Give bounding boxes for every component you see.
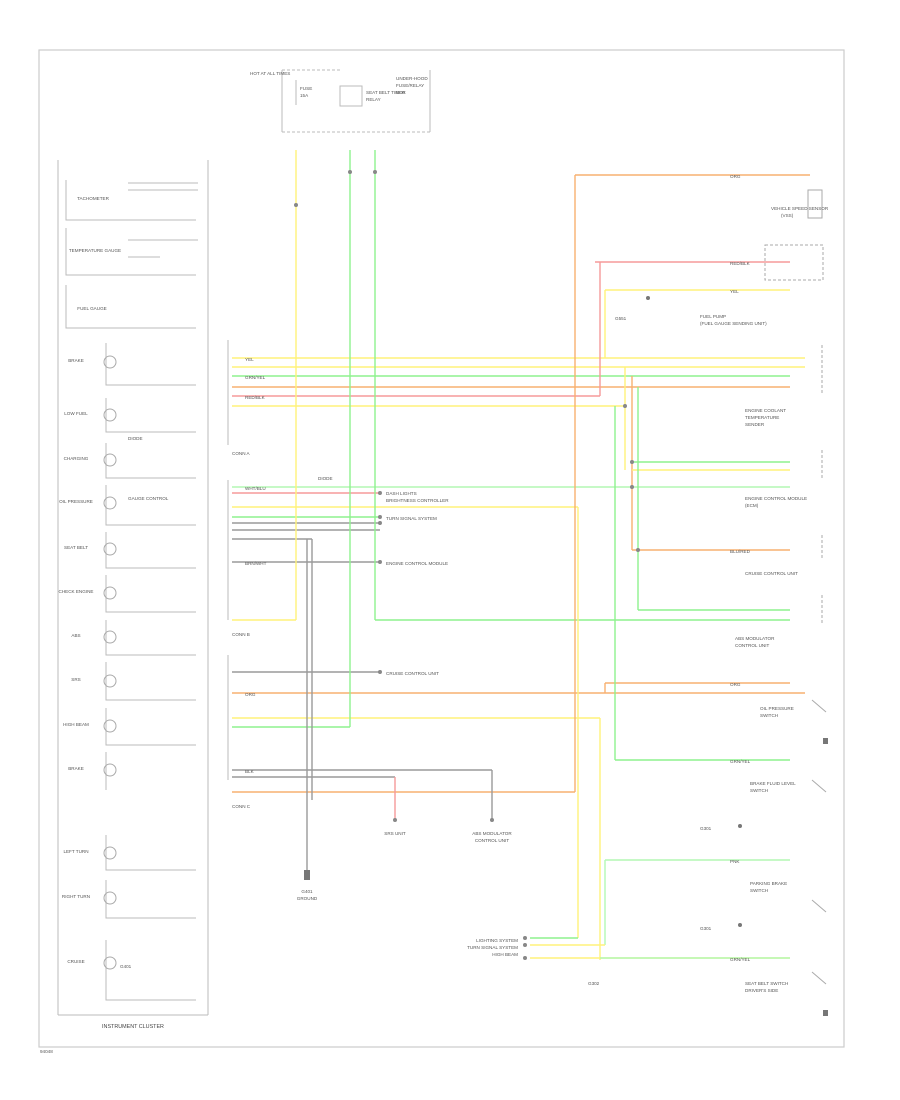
wire-tag-grn-3: GRN/YEL [730, 957, 751, 962]
top-module-label-2: RELAY [366, 97, 381, 102]
cluster-bulbs [103, 355, 117, 970]
lamp-out-label: DASH LIGHTS [386, 491, 417, 496]
brake-indicator-label: BRAKE [68, 766, 84, 771]
top-under-label-2: FUSE/RELAY [396, 83, 424, 88]
seat-belt-switch-label-2: DRIVER'S SIDE [745, 988, 778, 993]
right-components [764, 189, 827, 985]
gauge-control-label: GAUGE CONTROL [128, 496, 169, 501]
wire-tag-org: ORG [730, 174, 741, 179]
abs-unit-label: ABS MODULATOR [472, 831, 512, 836]
top-fuse-box [281, 69, 431, 133]
tachometer-label: TACHOMETER [77, 196, 109, 201]
wire-tag-blu: BLU/RED [730, 549, 751, 554]
ecm-label: ENGINE CONTROL MODULE [745, 496, 807, 501]
vss-label: VEHICLE SPEED SENSOR [771, 206, 829, 211]
cruise-mid-label: CRUISE CONTROL UNIT [386, 671, 439, 676]
fuel-gnd-label: G551 [615, 316, 627, 321]
wire-tag-org-2: ORG [245, 692, 256, 697]
wire-tag-red-2: RED/BLK [245, 395, 266, 400]
instrument-cluster [57, 160, 209, 1016]
right-grounds [646, 296, 828, 1016]
oil-pressure-label: OIL PRESSURE [59, 499, 93, 504]
g301-label: G301 [700, 826, 712, 831]
abs-unit-label-2: CONTROL UNIT [475, 838, 509, 843]
connector-c-label: CONN C [232, 804, 251, 809]
parking-brake-label: PARKING BRAKE [750, 881, 787, 886]
connector-a-label: CONN A [232, 451, 251, 456]
fuel-pump-label-2: (FUEL GAUGE SENDING UNIT) [700, 321, 767, 326]
wire-tag-grn: GRN/YEL [245, 375, 266, 380]
wire-tag-red: RED/BLK [730, 261, 751, 266]
g301-label-2: G301 [700, 926, 712, 931]
fuel-pump-label: FUEL PUMP [700, 314, 726, 319]
parking-brake-label-2: SWITCH [750, 888, 768, 893]
check-engine-label: CHECK ENGINE [59, 589, 94, 594]
center-ground [304, 870, 310, 880]
splice-dots [294, 170, 640, 960]
top-fuse-label-2: FUSE [300, 86, 312, 91]
instrument-cluster-label: INSTRUMENT CLUSTER [102, 1024, 164, 1030]
cluster-gnd-label: G401 [120, 964, 132, 969]
charging-label: CHARGING [64, 456, 89, 461]
abs-right-label-2: CONTROL UNIT [735, 643, 769, 648]
wire-tag-org-3: ORG [730, 682, 741, 687]
srs-unit-label: SRS UNIT [384, 831, 406, 836]
wire-tag-yel: YEL [730, 289, 739, 294]
top-module-label: SEAT BELT TIMER [366, 90, 406, 95]
brake-fluid-label: BRAKE FLUID LEVEL [750, 781, 796, 786]
wire-tag-yel-2: YEL [245, 357, 254, 362]
left-turn-label: LEFT TURN [63, 849, 88, 854]
wire-tag-brn: BRN/WHT [245, 561, 267, 566]
g302-label: G302 [588, 981, 600, 986]
top-under-label-3: BOX [396, 90, 406, 95]
lighting-label-3: HIGH BEAM [492, 952, 518, 957]
lamp-out-label-2: BRIGHTNESS CONTROLLER [386, 498, 449, 503]
ground-mid-label: G401 [301, 889, 313, 894]
brake-warning-label: BRAKE [68, 358, 84, 363]
oil-switch-label: OIL PRESSURE [760, 706, 794, 711]
lighting-label: LIGHTING SYSTEM [476, 938, 518, 943]
wire-tag-grn-2: GRN/YEL [730, 759, 751, 764]
lighting-label-2: TURN SIGNAL SYSTEM [467, 945, 518, 950]
connector-b-label: CONN B [232, 632, 250, 637]
ecm-label-2: (ECM) [745, 503, 759, 508]
mid-diode-label: DIODE [318, 476, 333, 481]
cluster-internal-wires [128, 182, 198, 258]
ground-mid-label-2: GROUND [297, 896, 318, 901]
diagram-frame [38, 49, 845, 1048]
engine-coolant-label-3: SENDER [745, 422, 765, 427]
vss-label-2: (VSS) [781, 213, 794, 218]
turn-signal-label: TURN SIGNAL SYSTEM [386, 516, 437, 521]
wire-tag-pnk: PNK [730, 859, 740, 864]
engine-coolant-label: ENGINE COOLANT [745, 408, 786, 413]
footer-code: 94048 [40, 1049, 53, 1054]
abs-right-label: ABS MODULATOR [735, 636, 775, 641]
wire-tag-wht: WHT/BLU [245, 486, 266, 491]
abs-label: ABS [71, 633, 80, 638]
engine-coolant-label-2: TEMPERATURE [745, 415, 779, 420]
high-beam-label: HIGH BEAM [63, 722, 89, 727]
right-turn-label: RIGHT TURN [62, 894, 90, 899]
seat-belt-switch-label: SEAT BELT SWITCH [745, 981, 788, 986]
ecm-mid-label: ENGINE CONTROL MODULE [386, 561, 448, 566]
main-wires [232, 150, 810, 960]
top-under-label: UNDER-HOOD [396, 76, 428, 81]
cruise-label: CRUISE [67, 959, 84, 964]
oil-switch-label-2: SWITCH [760, 713, 778, 718]
low-fuel-label: LOW FUEL [64, 411, 88, 416]
cruise-unit-label: CRUISE CONTROL UNIT [745, 571, 798, 576]
temperature-gauge-label: TEMPERATURE GAUGE [69, 248, 121, 253]
cluster-diode-label: DIODE [128, 436, 143, 441]
wire-tag-blk: BLK [245, 769, 255, 774]
fuel-gauge-label: FUEL GAUGE [77, 306, 106, 311]
srs-label: SRS [71, 677, 80, 682]
top-fuse-label-3: 15A [300, 93, 309, 98]
top-fuse-label: HOT AT ALL TIMES [250, 71, 290, 76]
seat-belt-label: SEAT BELT [64, 545, 88, 550]
brake-fluid-label-2: SWITCH [750, 788, 768, 793]
